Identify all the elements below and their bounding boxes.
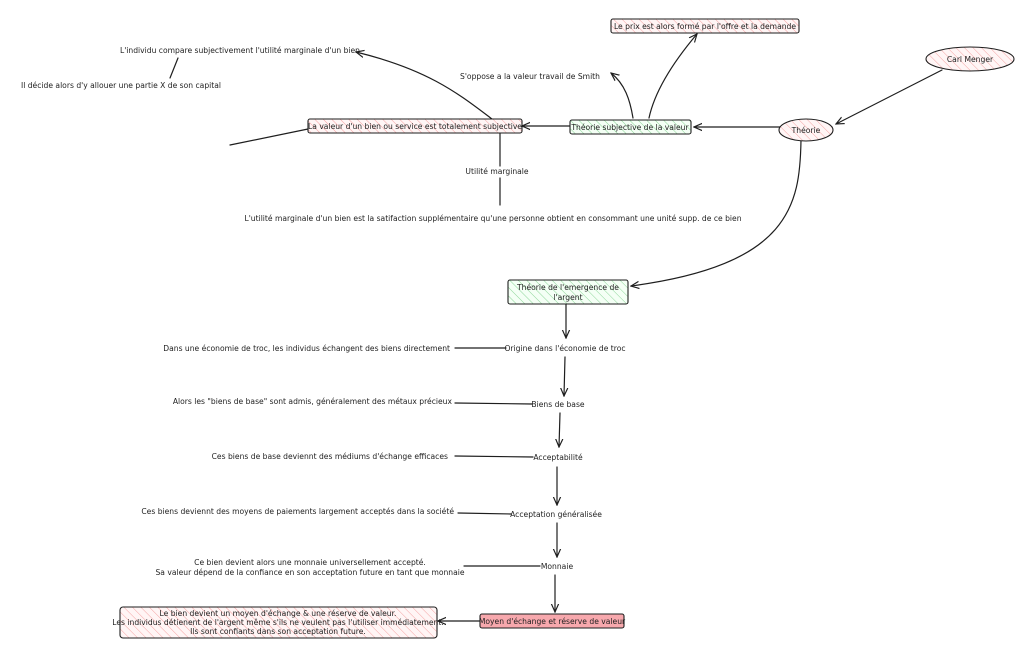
node-origine-label: Origine dans l'économie de troc: [504, 344, 625, 353]
edge-valeur-bien-left: [229, 128, 309, 146]
node-troc-desc-label: Dans une économie de troc, les individus…: [163, 344, 450, 353]
node-monnaie-desc-line1: Ce bien devient alors une monnaie univer…: [194, 558, 426, 567]
node-emergence-label-line2: l'argent: [553, 293, 582, 302]
node-monnaie-label: Monnaie: [541, 562, 574, 571]
node-utilite-def-label: L'utilité marginale d'un bien est la sat…: [244, 214, 741, 223]
node-emergence-label-line1: Théorie de l'emergence de: [516, 283, 619, 292]
node-individu-compare-label: L'individu compare subjectivement l'util…: [120, 46, 360, 55]
edge-theorie-subjective-to-prix: [648, 34, 697, 119]
node-final-shape: [119, 606, 438, 639]
node-decide-label: Il décide alors d'y allouer une partie X…: [21, 81, 221, 90]
node-carl-menger-label: Carl Menger: [947, 55, 994, 64]
node-moyen-label: Moyen d'échange et réserve de valeur: [479, 617, 626, 626]
node-acceptation-desc-label: Ces biens deviennt des moyens de paiemen…: [141, 507, 454, 516]
node-acceptation-label: Acceptation généralisée: [510, 510, 602, 519]
node-theorie-label: Théorie: [791, 126, 821, 135]
node-moyen-shape: [479, 613, 625, 629]
node-oppose-label: S'oppose a la valeur travail de Smith: [460, 72, 600, 81]
edge-biens-base-to-acceptabilite: [559, 412, 560, 447]
node-biens-base-label: Biens de base: [531, 400, 585, 409]
node-acceptabilite-label: Acceptabilité: [533, 453, 583, 462]
node-valeur-bien-shape: [307, 118, 523, 134]
edge-theorie-subjective-to-oppose: [611, 73, 634, 119]
node-theorie-subjective-label: Théorie subjective de la valeur: [570, 123, 689, 132]
node-valeur-bien-label: La valeur d'un bien ou service est total…: [308, 122, 522, 131]
node-theorie-shape: [778, 118, 834, 142]
node-theorie-subjective-shape: [569, 119, 692, 135]
node-acceptabilite-desc-label: Ces biens de base deviennt des médiums d…: [212, 452, 448, 461]
edge-origine-to-biens-base: [564, 356, 565, 396]
edge-valeur-bien-to-individu: [356, 52, 493, 120]
edge-biens-base-to-desc: [454, 402, 533, 405]
edge-carl-menger-to-theorie: [836, 69, 943, 124]
edge-acceptation-to-desc: [457, 512, 512, 515]
node-emergence-shape: [507, 279, 629, 305]
node-monnaie-desc-line2: Sa valeur dépend de la confiance en son …: [155, 568, 464, 577]
node-utilite-marginale-label: Utilité marginale: [465, 167, 528, 176]
edge-individu-to-decide: [169, 57, 179, 79]
node-prix-label: Le prix est alors formé par l'offre et l…: [614, 22, 796, 31]
edge-theorie-to-emergence: [631, 139, 802, 286]
node-prix-shape: [610, 18, 800, 34]
node-carl-menger-shape: [925, 46, 1015, 72]
node-final-line3: Ils sont confiants dans son acceptation …: [190, 627, 366, 636]
edge-acceptabilite-to-desc: [454, 455, 534, 458]
node-final-line2: Les individus détienent de l'argent même…: [112, 618, 443, 627]
node-biens-base-desc-label: Alors les "biens de base" sont admis, gé…: [173, 397, 453, 406]
node-final-line1: Le bien devient un moyen d'échange & une…: [160, 609, 397, 618]
